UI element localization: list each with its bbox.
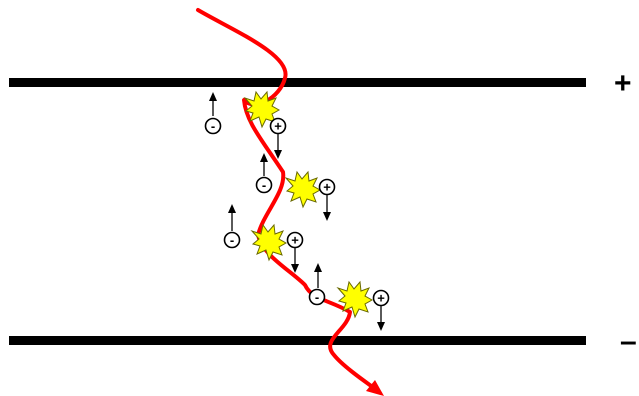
down-arrow-icon bbox=[377, 322, 385, 331]
positive-ion-sign: + bbox=[274, 119, 282, 134]
up-arrow-icon bbox=[228, 204, 236, 213]
positive-ion-icon bbox=[372, 289, 390, 307]
particle-track-arrow bbox=[366, 380, 384, 396]
negative-ion-icon bbox=[223, 231, 241, 249]
down-arrow-icon bbox=[291, 264, 299, 273]
collision-burst-icon bbox=[250, 223, 288, 262]
up-arrow-icon bbox=[314, 263, 322, 272]
particle-track bbox=[196, 8, 376, 390]
negative-ion-sign: - bbox=[315, 290, 319, 305]
up-arrow-icon bbox=[260, 153, 268, 162]
positive-ion-icon bbox=[286, 231, 304, 249]
bottom-plate-polarity-label: – bbox=[620, 325, 637, 358]
down-arrow-icon bbox=[323, 212, 331, 221]
up-arrow-icon bbox=[209, 92, 217, 101]
down-arrow-icon bbox=[274, 150, 282, 159]
positive-ion-icon bbox=[269, 117, 287, 135]
negative-ion-sign: - bbox=[262, 178, 266, 193]
positive-ion-sign: + bbox=[323, 180, 331, 195]
top-plate-polarity-label: + bbox=[614, 67, 632, 100]
bottom-plate bbox=[9, 336, 586, 345]
negative-ion-icon bbox=[308, 288, 326, 306]
negative-ion-sign: - bbox=[211, 119, 215, 134]
positive-ion-icon bbox=[318, 178, 336, 196]
negative-ion-sign: - bbox=[230, 233, 234, 248]
collision-burst-icon bbox=[284, 170, 322, 209]
negative-ion-icon bbox=[255, 176, 273, 194]
positive-ion-sign: + bbox=[377, 291, 385, 306]
negative-ion-icon bbox=[204, 117, 222, 135]
positive-ion-sign: + bbox=[291, 233, 299, 248]
top-plate bbox=[9, 78, 586, 87]
collision-burst-icon bbox=[336, 280, 374, 319]
